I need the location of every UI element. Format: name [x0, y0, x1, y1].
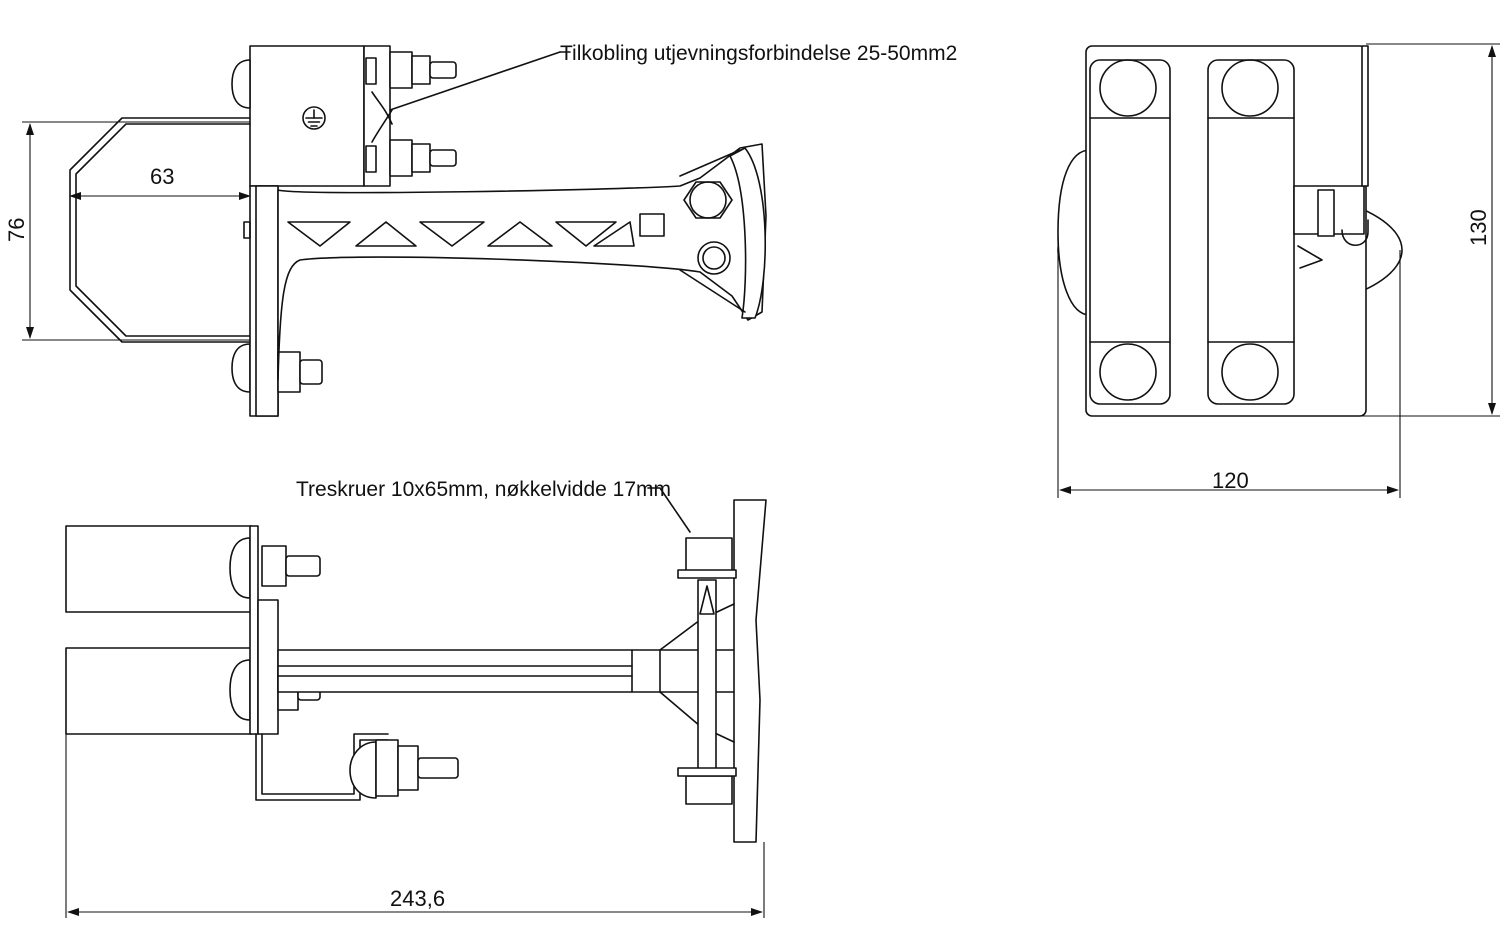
bonding-connection-label: Tilkobling utjevningsforbindelse 25-50mm… — [560, 42, 957, 65]
dimension-63: 63 — [150, 164, 174, 189]
dimension-76: 76 — [4, 218, 29, 242]
dimension-243-6: 243,6 — [390, 886, 445, 911]
wood-screws-label: Treskruer 10x65mm, nøkkelvidde 17mm — [296, 478, 671, 501]
dimension-130: 130 — [1466, 209, 1491, 246]
side-view: 130 120 — [1057, 43, 1500, 498]
earth-ground-icon — [302, 106, 326, 130]
front-view: Tilkobling utjevningsforbindelse 25-50mm… — [4, 42, 957, 417]
dimension-120: 120 — [1212, 468, 1249, 493]
clamp-block — [249, 45, 365, 187]
top-view: Treskruer 10x65mm, nøkkelvidde 17mm 243,… — [65, 478, 767, 918]
